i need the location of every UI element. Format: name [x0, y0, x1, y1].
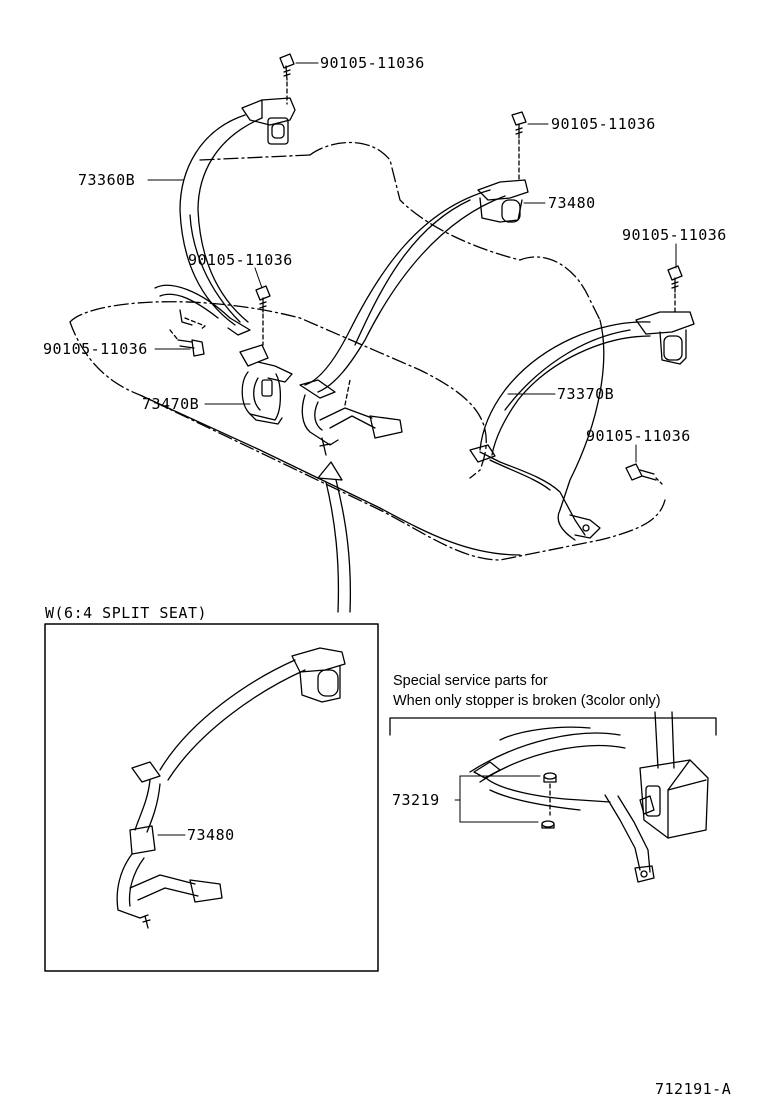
diagram-number: 712191-A: [655, 1080, 732, 1098]
left-lower-anchor: [154, 284, 251, 336]
right-lower-anchor: [469, 444, 601, 539]
callout-bolt-top-right: 90105-11036: [551, 115, 656, 133]
bolt-top-center: [279, 53, 295, 105]
stopper-callout-brace: [454, 775, 541, 823]
callout-bolt-top-center: 90105-11036: [320, 54, 425, 72]
stopper-detail-drawing: [469, 711, 709, 883]
center-buckle-assembly: [299, 379, 403, 456]
service-note-line1: Special service parts for: [393, 673, 548, 689]
bolt-lower-right: [625, 463, 663, 485]
center-belt: [304, 189, 506, 393]
callout-belt-left: 73360B: [78, 171, 136, 189]
callout-bolt-lower-right: 90105-11036: [586, 427, 691, 445]
seat-cushion-outline: [69, 301, 666, 561]
left-shoulder-belt: [179, 114, 263, 326]
seat-cushion-solid: [141, 395, 521, 556]
left-buckle: [239, 344, 293, 425]
bolt-top-right: [511, 111, 527, 181]
right-upper-retractor: [635, 311, 695, 365]
callout-stopper-part: 73219: [392, 791, 440, 809]
service-note-line2: When only stopper is broken (3color only…: [393, 693, 661, 709]
inset-title: W(6:4 SPLIT SEAT): [45, 604, 208, 622]
inset-belt-drawing: [116, 647, 346, 929]
inset-frame: [44, 623, 379, 972]
seat-back-outline: [199, 141, 601, 321]
center-retractor: [477, 179, 529, 223]
callout-bolt-right: 90105-11036: [622, 226, 727, 244]
leader-lines: [147, 62, 677, 463]
left-upper-retractor: [241, 97, 296, 145]
inset-pointer-arrow: [317, 461, 352, 613]
right-belt: [479, 321, 651, 536]
callout-buckle-left: 73470B: [142, 395, 200, 413]
callout-bolt-left: 90105-11036: [43, 340, 148, 358]
callout-retractor-right: 73480: [548, 194, 596, 212]
callout-inset-belt: 73480: [187, 826, 235, 844]
bolt-mid-center: [255, 285, 271, 346]
service-bracket: [389, 717, 717, 736]
callout-belt-right: 73370B: [557, 385, 615, 403]
bolt-left: [169, 317, 206, 357]
bolt-right: [667, 265, 683, 313]
callout-bolt-mid-center: 90105-11036: [188, 251, 293, 269]
